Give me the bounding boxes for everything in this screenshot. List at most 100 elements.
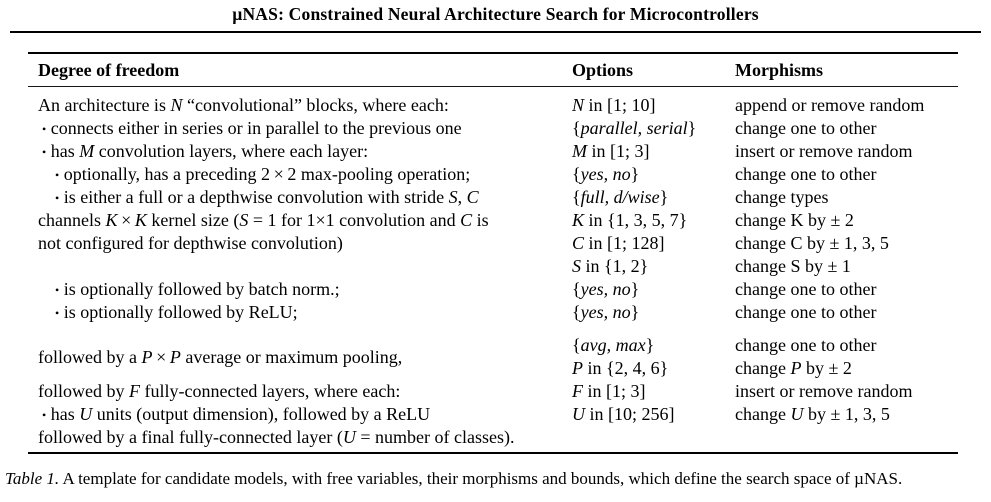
table-line: • is either a full or a depthwise convol…	[55, 187, 479, 207]
table-line: channels K × K kernel size (S = 1 for 1×…	[38, 210, 489, 230]
options-cell: N in [1; 10]	[572, 94, 735, 117]
table-row: • has U units (output dimension), follow…	[38, 403, 958, 426]
table-line: change one to other	[735, 302, 877, 322]
options-cell: M in [1; 3]	[572, 140, 735, 163]
dof-cell: followed by a final fully-connected laye…	[38, 426, 572, 449]
morphisms-cell	[735, 426, 958, 449]
column-header-options: Options	[572, 59, 634, 80]
table-line: P in {2, 4, 6}	[572, 358, 669, 378]
table-line: change types	[735, 187, 829, 207]
table-row: • is optionally followed by batch norm.;…	[38, 278, 958, 301]
table-caption-text: A template for candidate models, with fr…	[62, 469, 903, 488]
table-line: • has U units (output dimension), follow…	[42, 404, 431, 424]
table-row: followed by a P × P average or maximum p…	[38, 334, 958, 380]
dof-cell: followed by a P × P average or maximum p…	[38, 334, 572, 380]
running-title-rule	[10, 31, 981, 33]
bullet-icon: •	[42, 122, 47, 136]
table-line: {avg, max}	[572, 335, 655, 355]
options-cell: {parallel, serial}	[572, 117, 735, 140]
table-row: An architecture is N “convolutional” blo…	[38, 94, 958, 117]
table-line: append or remove random	[735, 95, 925, 115]
table-line: change one to other	[735, 335, 877, 355]
table-line: An architecture is N “convolutional” blo…	[38, 95, 449, 115]
dof-cell: • has M convolution layers, where each l…	[38, 140, 572, 163]
options-cell: {yes, no}	[572, 163, 735, 186]
morphisms-cell: change one to other change P by ± 2	[735, 334, 958, 380]
table-row: followed by a final fully-connected laye…	[38, 426, 958, 449]
table-line: {parallel, serial}	[572, 118, 697, 138]
table-row: • optionally, has a preceding 2 × 2 max-…	[38, 163, 958, 186]
dof-cell: followed by F fully-connected layers, wh…	[38, 380, 572, 403]
table-row: • connects either in series or in parall…	[38, 117, 958, 140]
table-line: {yes, no}	[572, 164, 640, 184]
table-line: • is optionally followed by ReLU;	[55, 302, 298, 322]
dof-cell: • optionally, has a preceding 2 × 2 max-…	[38, 163, 572, 186]
table-line: change C by ± 1, 3, 5	[735, 233, 889, 253]
table-line: change U by ± 1, 3, 5	[735, 404, 890, 424]
table-line: K in {1, 3, 5, 7}	[572, 210, 688, 230]
table-header-row: Degree of freedom Options Morphisms	[28, 54, 958, 86]
options-cell: {full, d/wise} K in {1, 3, 5, 7} C in [1; …	[572, 186, 735, 278]
bullet-icon: •	[55, 168, 60, 182]
table-line: change one to other	[735, 164, 877, 184]
morphisms-cell: insert or remove random	[735, 140, 958, 163]
table-line: • connects either in series or in parall…	[42, 118, 462, 138]
table-line: change P by ± 2	[735, 358, 852, 378]
table-body: An architecture is N “convolutional” blo…	[28, 87, 958, 452]
options-cell: U in [10; 256]	[572, 403, 735, 426]
table-line: followed by a final fully-connected laye…	[38, 427, 515, 447]
options-cell: F in [1; 3]	[572, 380, 735, 403]
morphisms-cell: change one to other	[735, 163, 958, 186]
table-line: insert or remove random	[735, 381, 913, 401]
table-top-rule	[28, 52, 958, 54]
morphisms-cell: append or remove random	[735, 94, 958, 117]
table-line: M in [1; 3]	[572, 141, 650, 161]
table-line: C in [1; 128]	[572, 233, 665, 253]
bullet-icon: •	[42, 408, 47, 422]
dof-cell: • is either a full or a depthwise convol…	[38, 186, 572, 278]
table-bottom-rule	[28, 452, 958, 454]
paper-running-title: µNAS: Constrained Neural Architecture Se…	[232, 4, 759, 24]
table-line: {yes, no}	[572, 302, 640, 322]
table-row: • has M convolution layers, where each l…	[38, 140, 958, 163]
table-line: change one to other	[735, 279, 877, 299]
table-line: not configured for depthwise convolution…	[38, 233, 343, 253]
bullet-icon: •	[42, 145, 47, 159]
table-row: • is optionally followed by ReLU; {yes, n…	[38, 301, 958, 324]
table-line: • has M convolution layers, where each l…	[42, 141, 369, 161]
table-row: • is either a full or a depthwise convol…	[38, 186, 958, 278]
morphisms-cell: change U by ± 1, 3, 5	[735, 403, 958, 426]
table-row: followed by F fully-connected layers, wh…	[38, 380, 958, 403]
table-line: • optionally, has a preceding 2 × 2 max-…	[55, 164, 471, 184]
options-cell: {avg, max} P in {2, 4, 6}	[572, 334, 735, 380]
morphisms-cell: change one to other	[735, 117, 958, 140]
table-caption-label: Table 1.	[5, 469, 60, 488]
table-line: change one to other	[735, 118, 877, 138]
bullet-icon: •	[55, 283, 60, 297]
column-header-morphisms: Morphisms	[735, 59, 824, 80]
dof-cell: • has U units (output dimension), follow…	[38, 403, 572, 426]
table-line	[572, 426, 735, 449]
table-line: F in [1; 3]	[572, 381, 646, 401]
table-header-rule	[28, 86, 958, 87]
table-caption: Table 1. A template for candidate models…	[5, 469, 986, 489]
bullet-icon: •	[55, 191, 60, 205]
table-line: N in [1; 10]	[572, 95, 656, 115]
dof-cell: • connects either in series or in parall…	[38, 117, 572, 140]
morphisms-cell: change one to other	[735, 301, 958, 324]
morphisms-cell: change one to other	[735, 278, 958, 301]
dof-cell: • is optionally followed by batch norm.;	[38, 278, 572, 301]
dof-cell: An architecture is N “convolutional” blo…	[38, 94, 572, 117]
table-line: {full, d/wise}	[572, 187, 669, 207]
morphisms-cell: change types change K by ± 2 change C by ±…	[735, 186, 958, 278]
bullet-icon: •	[55, 306, 60, 320]
options-cell: {yes, no}	[572, 278, 735, 301]
column-header-degree-of-freedom: Degree of freedom	[38, 59, 180, 80]
search-space-table: Degree of freedom Options Morphisms An a…	[28, 52, 958, 454]
options-cell: {yes, no}	[572, 301, 735, 324]
table-line: change K by ± 2	[735, 210, 854, 230]
morphisms-cell: insert or remove random	[735, 380, 958, 403]
table-line: change S by ± 1	[735, 256, 851, 276]
table-line: followed by a P × P average or maximum p…	[38, 346, 403, 367]
table-line: insert or remove random	[735, 141, 913, 161]
